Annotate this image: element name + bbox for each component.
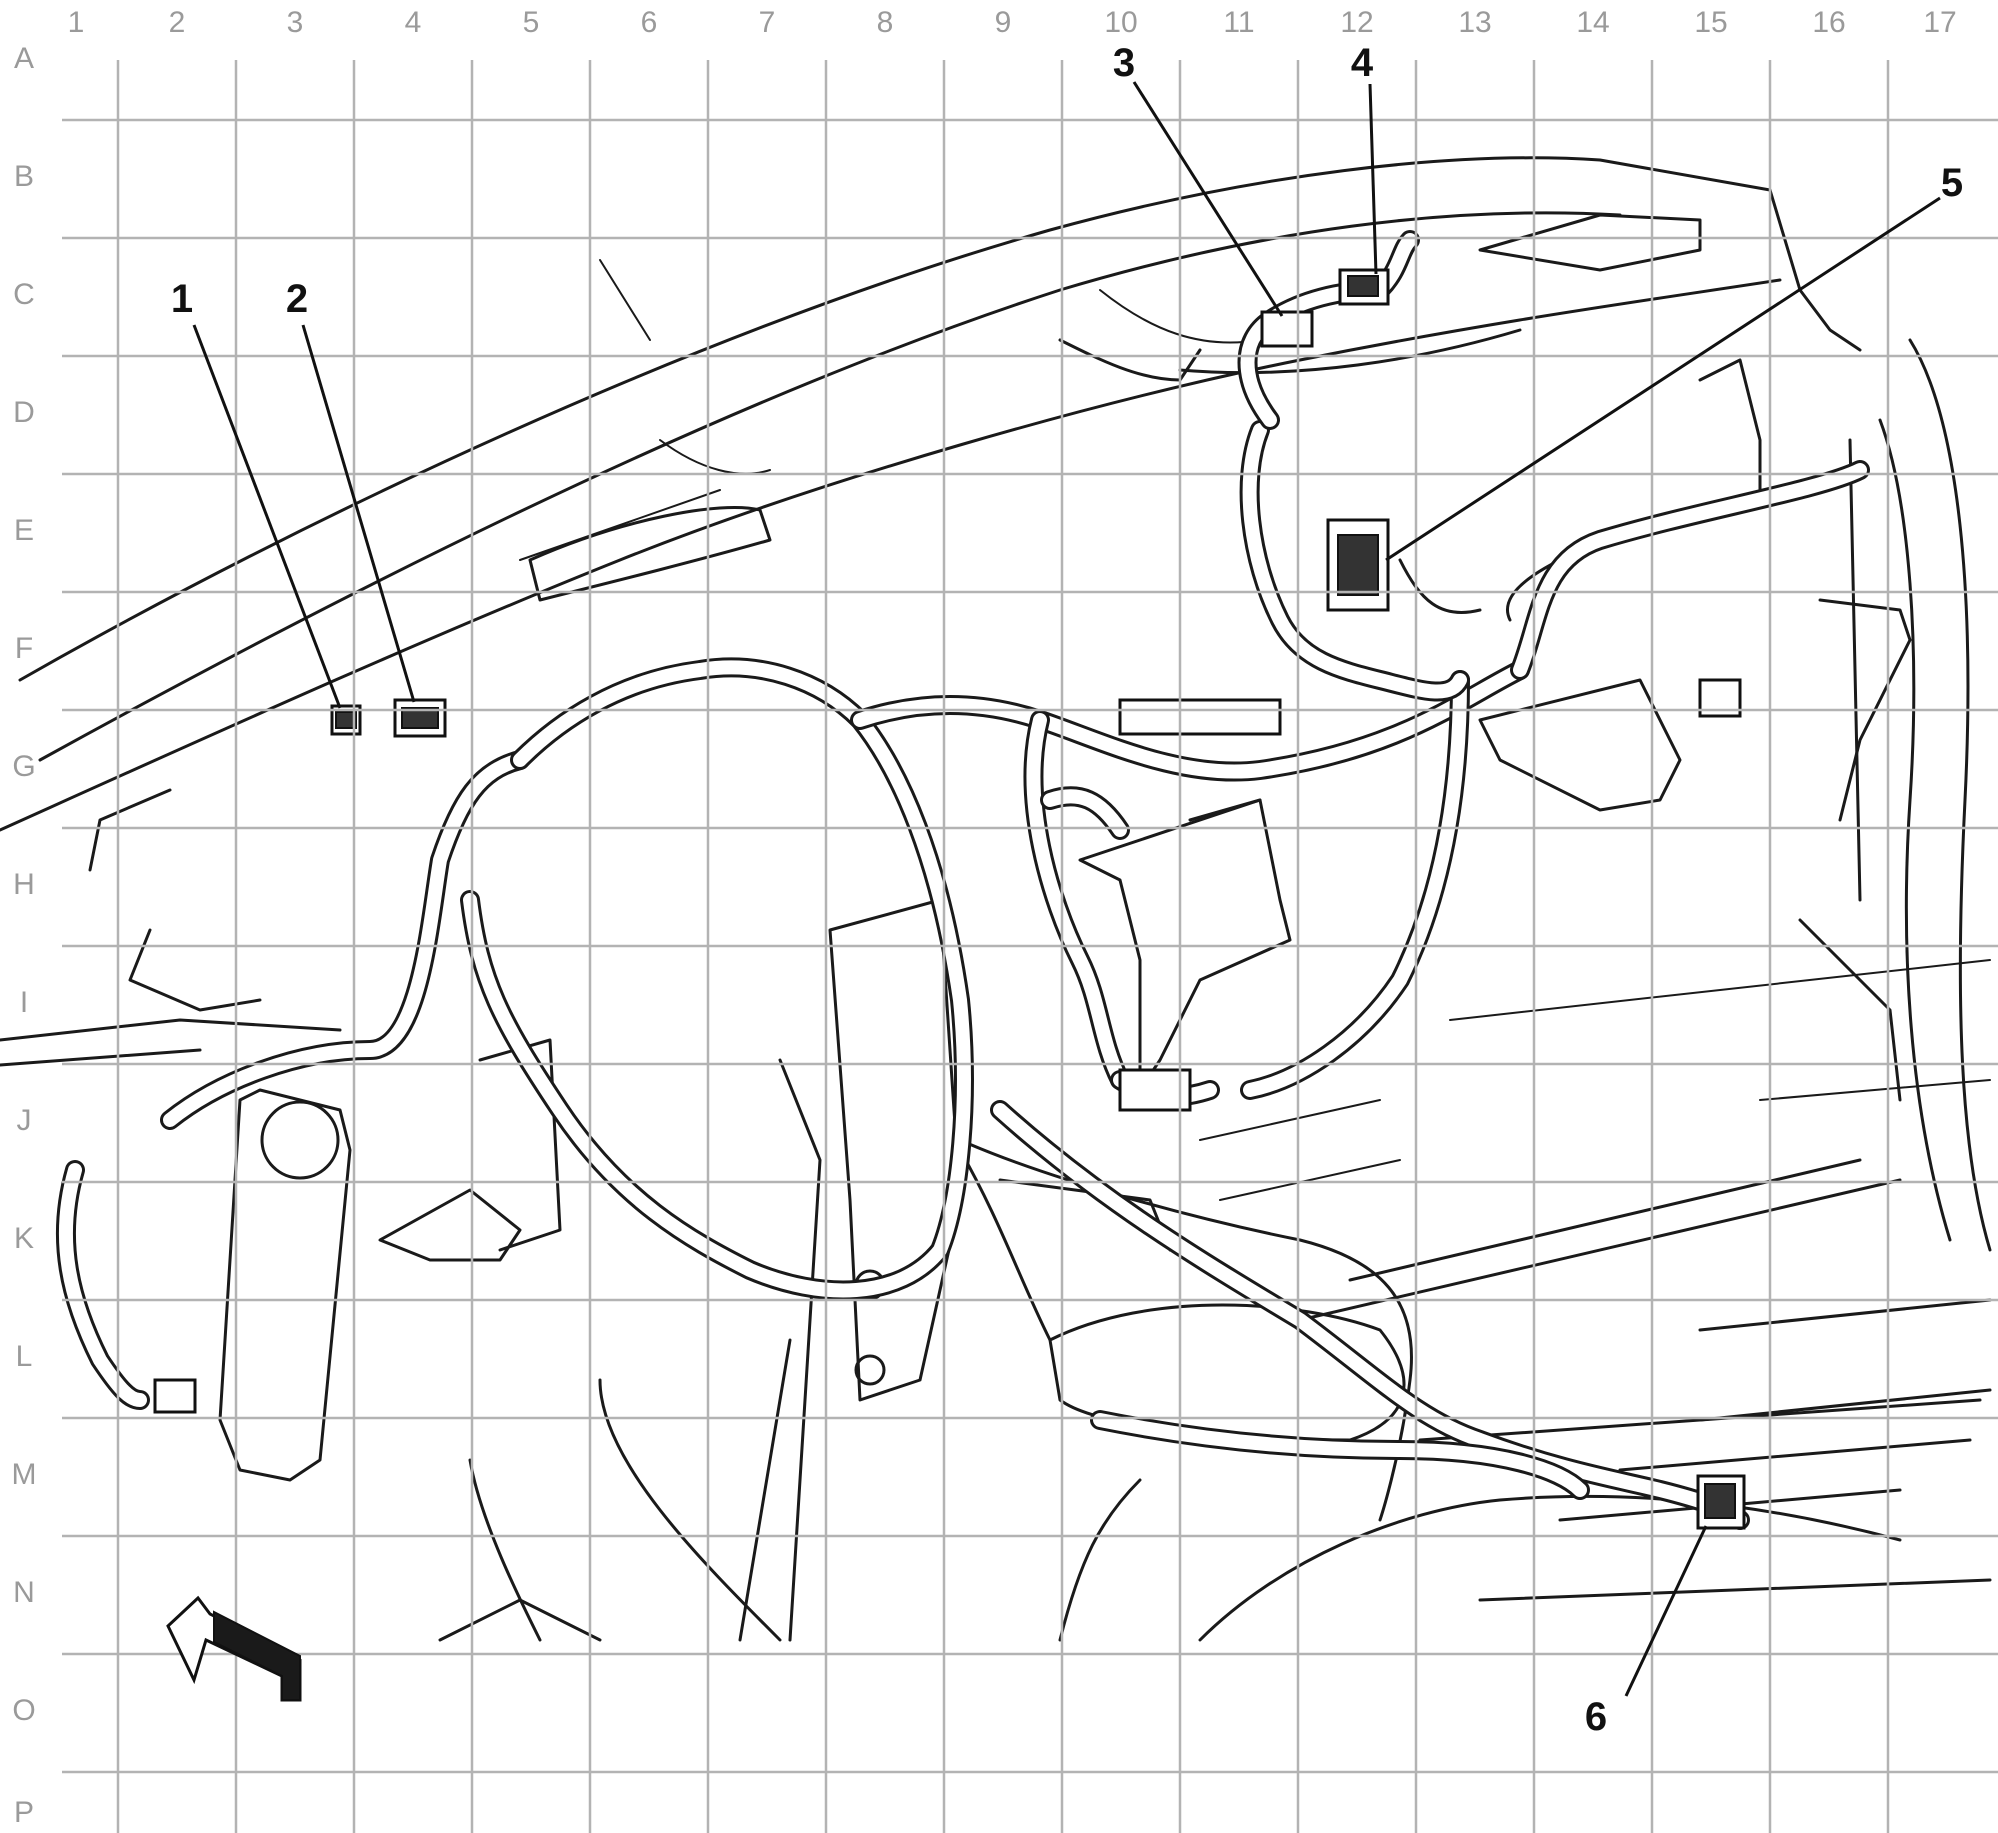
wiring-harness (55, 230, 1870, 1530)
column-label: 3 (287, 6, 304, 39)
row-label: M (12, 1458, 37, 1491)
connector-5-face (1337, 534, 1379, 596)
row-label: G (12, 750, 35, 783)
row-label: J (17, 1104, 32, 1137)
row-label: P (14, 1796, 34, 1829)
row-label: I (20, 986, 28, 1019)
callout-2: 2 (286, 277, 308, 321)
column-label: 11 (1223, 6, 1254, 39)
leader-line-4 (1368, 83, 1378, 275)
leader-line-3 (1132, 81, 1284, 317)
column-label: 2 (169, 6, 186, 39)
locator-grid (62, 60, 1998, 1833)
row-label: A (14, 42, 34, 75)
connector-1-face (335, 711, 357, 729)
column-labels: 1 2 3 4 5 6 7 8 9 10 11 12 13 14 15 16 1… (68, 6, 1957, 39)
connector-block (1118, 698, 1282, 736)
row-label: H (13, 868, 35, 901)
connectors (153, 268, 1746, 1530)
leader-line-1 (192, 324, 342, 709)
leader-line-6 (1624, 1525, 1708, 1697)
connector-left-low (153, 1378, 197, 1414)
column-label: 9 (995, 6, 1012, 39)
connector-3 (1260, 310, 1314, 348)
callouts: 1 2 3 4 5 6 (171, 41, 1963, 1739)
callout-3: 3 (1113, 41, 1135, 85)
column-label: 14 (1576, 6, 1609, 39)
connector-2-face (401, 707, 439, 729)
connector-center (1118, 1068, 1192, 1112)
leader-line-5 (1385, 196, 1941, 562)
connector-6-face (1704, 1483, 1736, 1519)
column-label: 15 (1694, 6, 1727, 39)
row-label: E (14, 514, 34, 547)
row-label: N (13, 1576, 35, 1609)
callout-6: 6 (1585, 1695, 1607, 1739)
row-labels: A B C D E F G H I J K L M N O P (12, 42, 37, 1829)
column-label: 5 (523, 6, 540, 39)
row-label: F (15, 632, 33, 665)
row-label: B (14, 160, 34, 193)
column-label: 12 (1340, 6, 1373, 39)
column-label: 17 (1923, 6, 1956, 39)
column-label: 16 (1812, 6, 1845, 39)
leader-line-2 (301, 324, 416, 703)
callout-5: 5 (1941, 161, 1963, 205)
column-label: 4 (405, 6, 422, 39)
connector-4-face (1347, 275, 1379, 297)
front-arrow-icon (166, 1595, 302, 1702)
column-label: 10 (1104, 6, 1137, 39)
column-label: 13 (1458, 6, 1491, 39)
row-label: C (13, 278, 35, 311)
column-label: 7 (759, 6, 776, 39)
row-label: L (16, 1340, 33, 1373)
row-label: O (12, 1694, 35, 1727)
callout-4: 4 (1351, 41, 1374, 85)
column-label: 6 (641, 6, 658, 39)
column-label: 8 (877, 6, 894, 39)
callout-1: 1 (171, 277, 193, 321)
column-label: 1 (68, 6, 85, 39)
row-label: K (14, 1222, 34, 1255)
row-label: D (13, 396, 35, 429)
